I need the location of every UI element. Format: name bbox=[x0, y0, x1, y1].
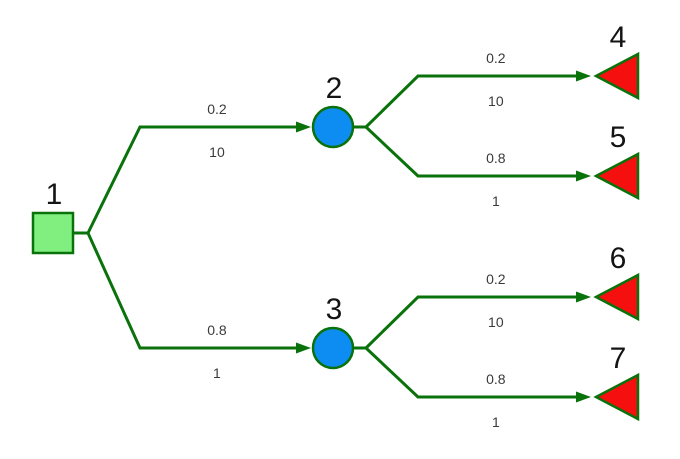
branch-1-2-probability: 0.2 bbox=[207, 101, 227, 117]
node-5-label: 5 bbox=[610, 121, 627, 154]
node-4-terminal-triangle[interactable] bbox=[593, 51, 640, 101]
branch-3-7[interactable] bbox=[364, 346, 581, 399]
node-7-label: 7 bbox=[610, 342, 627, 375]
branches-layer bbox=[73, 70, 591, 403]
branch-2-4-value: 10 bbox=[488, 93, 504, 109]
node-3-label: 3 bbox=[326, 293, 343, 326]
branch-1-3-value: 1 bbox=[213, 365, 221, 381]
node-6-label: 6 bbox=[610, 242, 627, 275]
branch-2-4[interactable] bbox=[364, 74, 581, 129]
arrowhead-icon bbox=[576, 70, 591, 82]
branch-2-5[interactable] bbox=[364, 125, 581, 178]
branch-2-5-value: 1 bbox=[492, 193, 500, 209]
branch-3-6-value: 10 bbox=[488, 314, 504, 330]
node-2-chance-circle[interactable] bbox=[311, 105, 355, 149]
arrowhead-icon bbox=[296, 342, 311, 354]
node-3-chance-circle[interactable] bbox=[311, 326, 355, 370]
branch-1-2-value: 10 bbox=[209, 144, 225, 160]
branch-3-7-value: 1 bbox=[492, 414, 500, 430]
arrowhead-icon bbox=[576, 170, 591, 182]
node-5-terminal-triangle[interactable] bbox=[593, 151, 640, 201]
node-7-terminal-triangle[interactable] bbox=[593, 372, 640, 422]
node-6-terminal-triangle[interactable] bbox=[593, 272, 640, 322]
node-1-decision-square[interactable] bbox=[31, 211, 75, 255]
branch-1-2[interactable] bbox=[86, 125, 301, 234]
arrowhead-icon bbox=[296, 121, 311, 133]
nodes-layer bbox=[31, 51, 640, 422]
branch-3-7-probability: 0.8 bbox=[486, 371, 506, 387]
branch-1-3-probability: 0.8 bbox=[207, 322, 227, 338]
branch-2-5-probability: 0.8 bbox=[486, 150, 506, 166]
node-1-label: 1 bbox=[46, 178, 63, 211]
branch-2-4-probability: 0.2 bbox=[486, 50, 506, 66]
labels-layer: 0.2 10 0.8 1 0.2 10 0.8 1 0.2 10 0.8 1 1 2 3 4 5 6 7 bbox=[46, 21, 627, 430]
branch-3-6[interactable] bbox=[364, 295, 581, 350]
node-2-label: 2 bbox=[326, 72, 343, 105]
branch-1-3[interactable] bbox=[86, 232, 301, 350]
arrowhead-icon bbox=[576, 291, 591, 303]
arrowhead-icon bbox=[576, 391, 591, 403]
branch-3-6-probability: 0.2 bbox=[486, 271, 506, 287]
node-4-label: 4 bbox=[610, 21, 627, 54]
